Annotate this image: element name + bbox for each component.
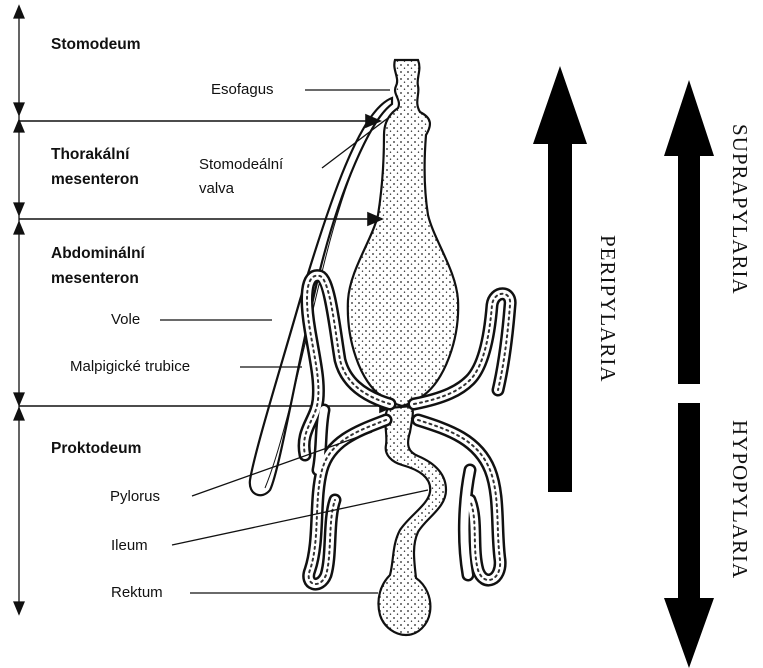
label-rektum: Rektum (111, 583, 163, 602)
hypopylaria-arrow (664, 403, 714, 668)
label-suprapylaria: SUPRAPYLARIA (727, 124, 752, 295)
segment-ruler (14, 6, 24, 614)
label-hypopylaria: HYPOPYLARIA (727, 420, 752, 579)
label-thoracic-1: Thorakální (51, 145, 129, 164)
label-valve-2: valva (199, 179, 234, 198)
label-thoracic-2: mesenteron (51, 170, 139, 189)
label-pylorus: Pylorus (110, 487, 160, 506)
label-peripylaria: PERIPYLARIA (595, 235, 620, 383)
label-ileum: Ileum (111, 536, 148, 555)
hindgut (378, 406, 446, 635)
label-esofagus: Esofagus (211, 80, 274, 99)
label-stomodeum: Stomodeum (51, 35, 141, 54)
peripylaria-arrow (533, 66, 587, 492)
label-malpighian: Malpigické trubice (70, 357, 190, 376)
label-abdominal-1: Abdominální (51, 244, 145, 263)
label-proctodeum: Proktodeum (51, 439, 141, 458)
label-valve-1: Stomodeální (199, 155, 283, 174)
label-vole: Vole (111, 310, 140, 329)
suprapylaria-arrow (664, 80, 714, 384)
label-abdominal-2: mesenteron (51, 269, 139, 288)
gut-body (348, 60, 458, 406)
